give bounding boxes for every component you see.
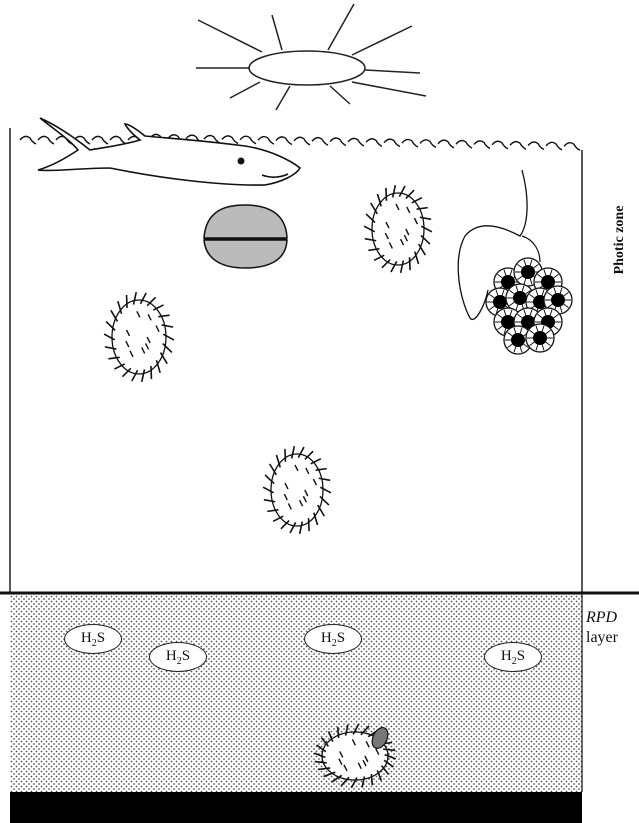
water-surface-wave [38,136,54,144]
sun-icon [196,4,426,110]
rpd-label-line1: RPD [586,608,618,628]
h2s-label: H2S [166,648,190,667]
water-surface-wave [20,136,36,144]
spiny-cell-icon [263,446,331,534]
water-surface-wave [510,142,526,150]
water-surface-wave [258,137,274,145]
water-surface-wave [474,141,490,149]
water-surface-wave [110,136,126,144]
water-surface-wave [366,139,382,147]
photic-zone-label: Photic zone [612,185,628,295]
water-surface-wave [564,143,580,151]
water-surface-wave [276,137,292,145]
water-surface-wave [330,138,346,146]
cell-colony-icon [458,170,572,354]
water-surface-wave [384,139,400,147]
water-surface-wave [528,142,544,150]
rpd-label-line2: layer [586,628,618,648]
water-surface-wave [92,136,108,144]
h2s-label: H2S [81,630,105,649]
diatom-icon [204,205,287,268]
h2s-bubble: H2S [149,642,207,672]
h2s-label: H2S [501,648,525,667]
water-surface-wave [438,140,454,148]
water-surface-wave [222,136,238,144]
rpd-sediment [10,593,582,793]
water-surface-wave [294,137,310,145]
h2s-label: H2S [321,630,345,649]
rpd-layer-label: RPD layer [586,608,618,648]
anoxic-bottom-layer [10,792,582,823]
water-surface-wave [546,142,562,150]
water-surface-wave [348,138,364,146]
spiny-cell-icon [104,292,174,382]
h2s-bubble: H2S [484,642,542,672]
water-surface-wave [402,139,418,147]
spiny-cell-icon [364,185,432,273]
water-surface-wave [240,136,256,144]
water-surface-wave [420,140,436,148]
h2s-bubble: H2S [304,624,362,654]
fish-icon [38,118,300,185]
h2s-bubble: H2S [64,624,122,654]
water-surface-wave [492,141,508,149]
water-surface-wave [312,138,328,146]
photic-zone-text: Photic zone [612,206,628,275]
water-surface-wave [456,141,472,149]
